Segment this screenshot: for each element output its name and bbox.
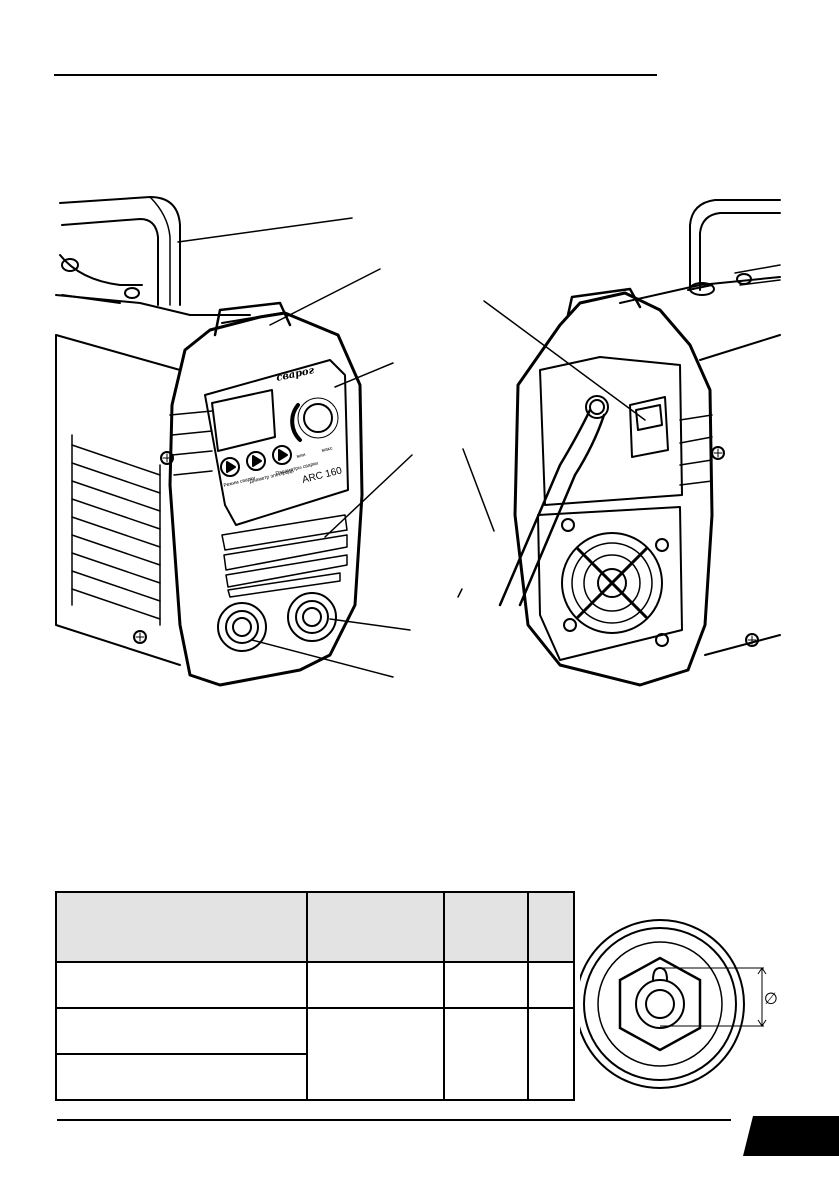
knob-min-label: мин — [296, 452, 306, 460]
table-header-row — [55, 891, 575, 963]
diameter-symbol-icon: ∅ — [764, 989, 778, 1008]
knob-max-label: макс — [321, 445, 334, 454]
bottom-rule — [57, 1119, 731, 1121]
play-button-icon — [252, 455, 262, 467]
page-number-tab — [743, 1116, 839, 1156]
front-view — [55, 196, 413, 687]
table-row — [55, 1053, 574, 1101]
table-cell — [527, 1007, 575, 1101]
brand-logo: сварог — [275, 365, 315, 384]
table-cell — [55, 961, 308, 1009]
top-rule — [54, 74, 657, 76]
table-header-cell — [55, 891, 308, 963]
socket-diagram: ∅ — [580, 919, 778, 1089]
rear-view — [457, 199, 781, 687]
play-button-icon — [278, 449, 288, 461]
table-cell — [55, 1053, 308, 1101]
table-header-cell — [306, 891, 445, 963]
table-cell — [55, 1007, 308, 1055]
table-cell — [306, 1007, 445, 1101]
table-row — [55, 1007, 575, 1101]
table-cell — [306, 961, 445, 1009]
device-illustration: сварог ARC 160 мин макс Режим сварки Диа… — [55, 196, 781, 687]
table-cell — [443, 961, 529, 1009]
table-cell — [443, 1007, 529, 1101]
spec-table — [55, 891, 575, 1101]
table-cell — [527, 961, 575, 1009]
table-row — [55, 961, 575, 1009]
play-button-icon — [226, 461, 236, 473]
table-header-cell — [443, 891, 529, 963]
table-header-cell — [527, 891, 575, 963]
